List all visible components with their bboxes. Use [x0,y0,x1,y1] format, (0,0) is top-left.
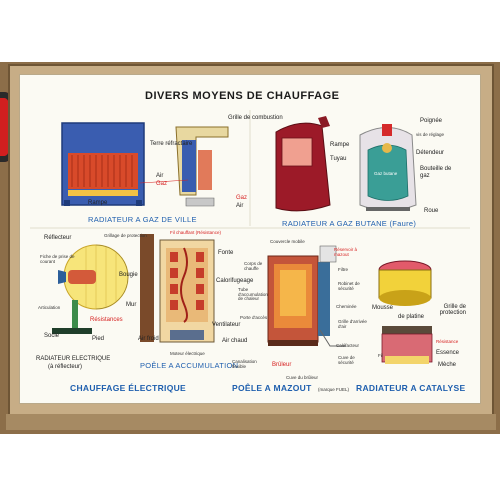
label-calorifugeage: Calorifugeage [216,278,254,284]
gas-city-radiator-section-illustration [139,126,229,207]
label-vis-reglage: vis de réglage [416,132,445,137]
label-essence: Essence [436,350,460,356]
caption-catalyse: RADIATEUR A CATALYSE [356,383,466,393]
label-grille-combustion: Grille de combustion [228,115,283,121]
label-tuyau: Tuyau [330,156,347,162]
label-rampe: Rampe [88,200,108,206]
label-mousse: Mousse [372,305,394,311]
label-fil-chauffant: Fil chauffant (Résistance) [170,230,221,235]
label-porte-acces: Porte d'accès [240,315,268,320]
label-robinet: Robinet de sécurité [338,281,360,291]
caption-electric-radiator: RADIATEUR ELECTRIQUE [36,356,111,362]
caption-gas-city: RADIATEUR A GAZ DE VILLE [88,215,197,224]
caption-mazout-suffix: (marque FUEL) [318,387,350,392]
label-mur: Mur [126,302,137,308]
label-cuve-bruleur: Cuve du brûleur [286,375,319,380]
label-air-top: Air [156,173,164,179]
label-bougie: Bougie [119,272,138,278]
label-rampe-butane: Rampe [330,142,350,148]
label-socle: Socle [44,333,60,339]
label-fiche: Fiche de prise de courant [40,254,75,264]
mazout-stove-illustration [267,245,346,347]
label-filtre: Filtre [338,267,348,272]
label-calefacteur: Caléfacteur [336,343,360,348]
label-tube: Tube d'accumulation de chaleur [238,287,268,301]
label-platine: de platine [398,314,425,320]
label-fil: Fil [378,353,383,358]
label-fonte: Fonte [218,250,234,256]
label-grillage: Grillage de protection [104,233,147,238]
label-terre-refractaire: Terre réfractaire [150,141,193,147]
label-air-chaud: Air chaud [222,338,248,344]
butane-bottle-illustration [359,124,417,211]
caption-gas-butane-suffix: (Faure) [389,219,417,228]
accumulation-stove-illustration [140,234,215,343]
label-canalisation: Canalisation flexible [232,359,257,369]
label-moteur: Moteur électrique [170,351,205,356]
caption-mazout: POÊLE A MAZOUT [232,383,312,393]
label-cuve-securite: Cuve de sécurité [338,355,355,365]
label-bruleur: Brûleur [272,362,292,368]
gas-city-radiator-front-illustration [61,122,145,206]
caption-gas-butane: RADIATEUR A GAZ BUTANE (Faure) [282,220,416,228]
label-gaz-bottom: Gaz [236,195,248,201]
label-grille-air: Grille d'arrivée d'air [338,319,367,329]
label-meche: Mèche [438,362,457,368]
label-air-bottom: Air [236,203,244,209]
caption-accumulation: POÊLE A ACCUMULATION [140,361,239,370]
label-resistances: Résistances [90,317,123,323]
label-ventilateur: Ventilateur [212,322,241,328]
label-cheminee: Cheminée [336,304,357,309]
label-reflecteur: Réflecteur [44,235,72,241]
label-roue: Roue [424,208,439,214]
label-gaz-top: Gaz [156,181,168,187]
label-air-froid: Air froid [138,336,159,342]
butane-radiator-illustration [275,116,331,212]
label-detendeur: Détendeur [416,150,445,156]
label-grille-protection: Grille de protection [439,304,466,316]
label-gaz-butane: Gaz butane [374,171,398,176]
label-bouteille-gaz: Bouteille de gaz [420,166,452,179]
section-chauffage-electrique: CHAUFFAGE ÉLECTRIQUE [70,383,187,393]
catalytic-radiator-illustration [378,260,433,364]
caption-electric-suffix: (à réflecteur) [48,364,83,370]
label-couvercle: Couvercle mobile [270,239,305,244]
label-pied: Pied [92,336,105,342]
electric-reflector-illustration [52,244,129,334]
label-poignee: Poignée [420,118,443,124]
label-articulation: Articulation [38,305,61,310]
label-reservoir: Réservoir à mazout [334,247,358,257]
caption-gas-butane-text: RADIATEUR A GAZ BUTANE [282,219,388,228]
label-corps-chauffe: Corps de chauffe [244,261,263,271]
poster-title: DIVERS MOYENS DE CHAUFFAGE [145,90,340,102]
label-resistance-catalyse: Résistance [436,339,459,344]
frame-bottom-rail [6,414,496,430]
